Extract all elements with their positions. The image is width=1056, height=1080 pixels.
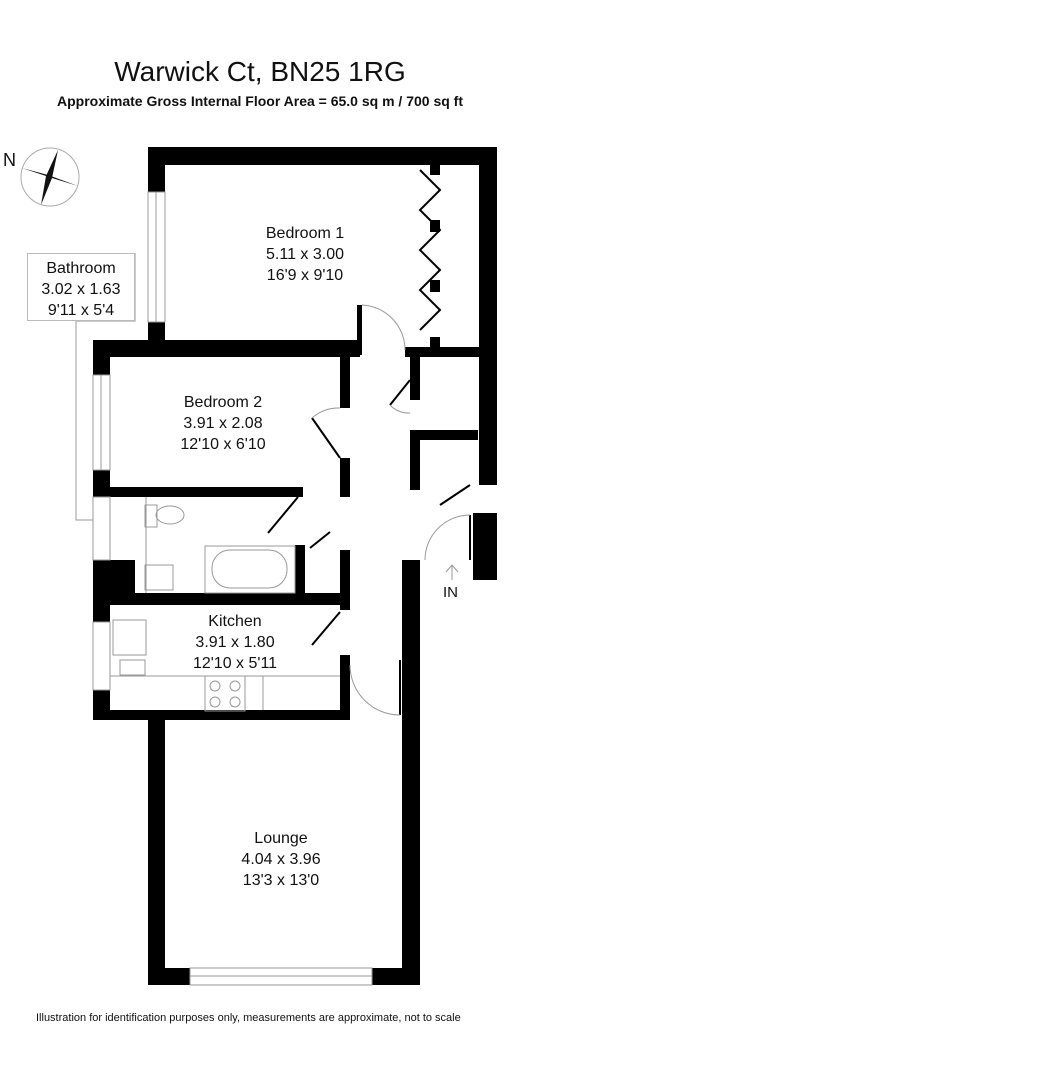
room-name: Kitchen [208,613,262,630]
room-label-bathroom: Bathroom 3.02 x 1.63 9'11 x 5'4 [27,253,135,321]
room-size-imperial: 12'10 x 6'10 [180,436,266,453]
fixtures [110,497,459,712]
room-label-bedroom-1: Bedroom 1 5.11 x 3.00 16'9 x 9'10 [266,223,344,286]
room-size-metric: 3.91 x 2.08 [183,415,263,432]
plan-title: Warwick Ct, BN25 1RG [114,56,406,87]
walls [93,147,497,985]
hob-icon [204,675,246,712]
room-size-imperial: 9'11 x 5'4 [47,302,115,319]
entrance-label: IN [443,584,458,601]
room-label-lounge: Lounge 4.04 x 3.96 13'3 x 13'0 [241,828,320,891]
room-label-kitchen: Kitchen 3.91 x 1.80 12'10 x 5'11 [193,611,277,674]
room-size-imperial: 12'10 x 5'11 [192,655,278,672]
room-size-metric: 5.11 x 3.00 [266,246,344,263]
floor-area: Approximate Gross Internal Floor Area = … [57,93,463,109]
bath-icon [204,545,296,594]
basin-icon [144,564,174,591]
room-size-metric: 4.04 x 3.96 [241,851,321,868]
compass-icon [20,147,80,207]
entrance-arrow-icon [445,564,459,580]
room-size-imperial: 16'9 x 9'10 [266,267,344,284]
toilet-icon [155,505,185,525]
windows [75,191,373,986]
room-label-bedroom-2: Bedroom 2 3.91 x 2.08 12'10 x 6'10 [180,392,265,455]
room-name: Bedroom 2 [183,394,263,411]
compass-north-label: N [3,150,16,170]
room-name: Bathroom [46,260,116,277]
doors [267,169,471,715]
room-name: Lounge [254,830,308,847]
door-swings [311,304,471,716]
room-size-imperial: 13'3 x 13'0 [242,872,320,889]
room-size-metric: 3.02 x 1.63 [41,281,121,298]
room-size-metric: 3.91 x 1.80 [195,634,275,651]
room-name: Bedroom 1 [265,225,345,242]
sink-icon [112,619,147,656]
disclaimer: Illustration for identification purposes… [36,1012,461,1024]
